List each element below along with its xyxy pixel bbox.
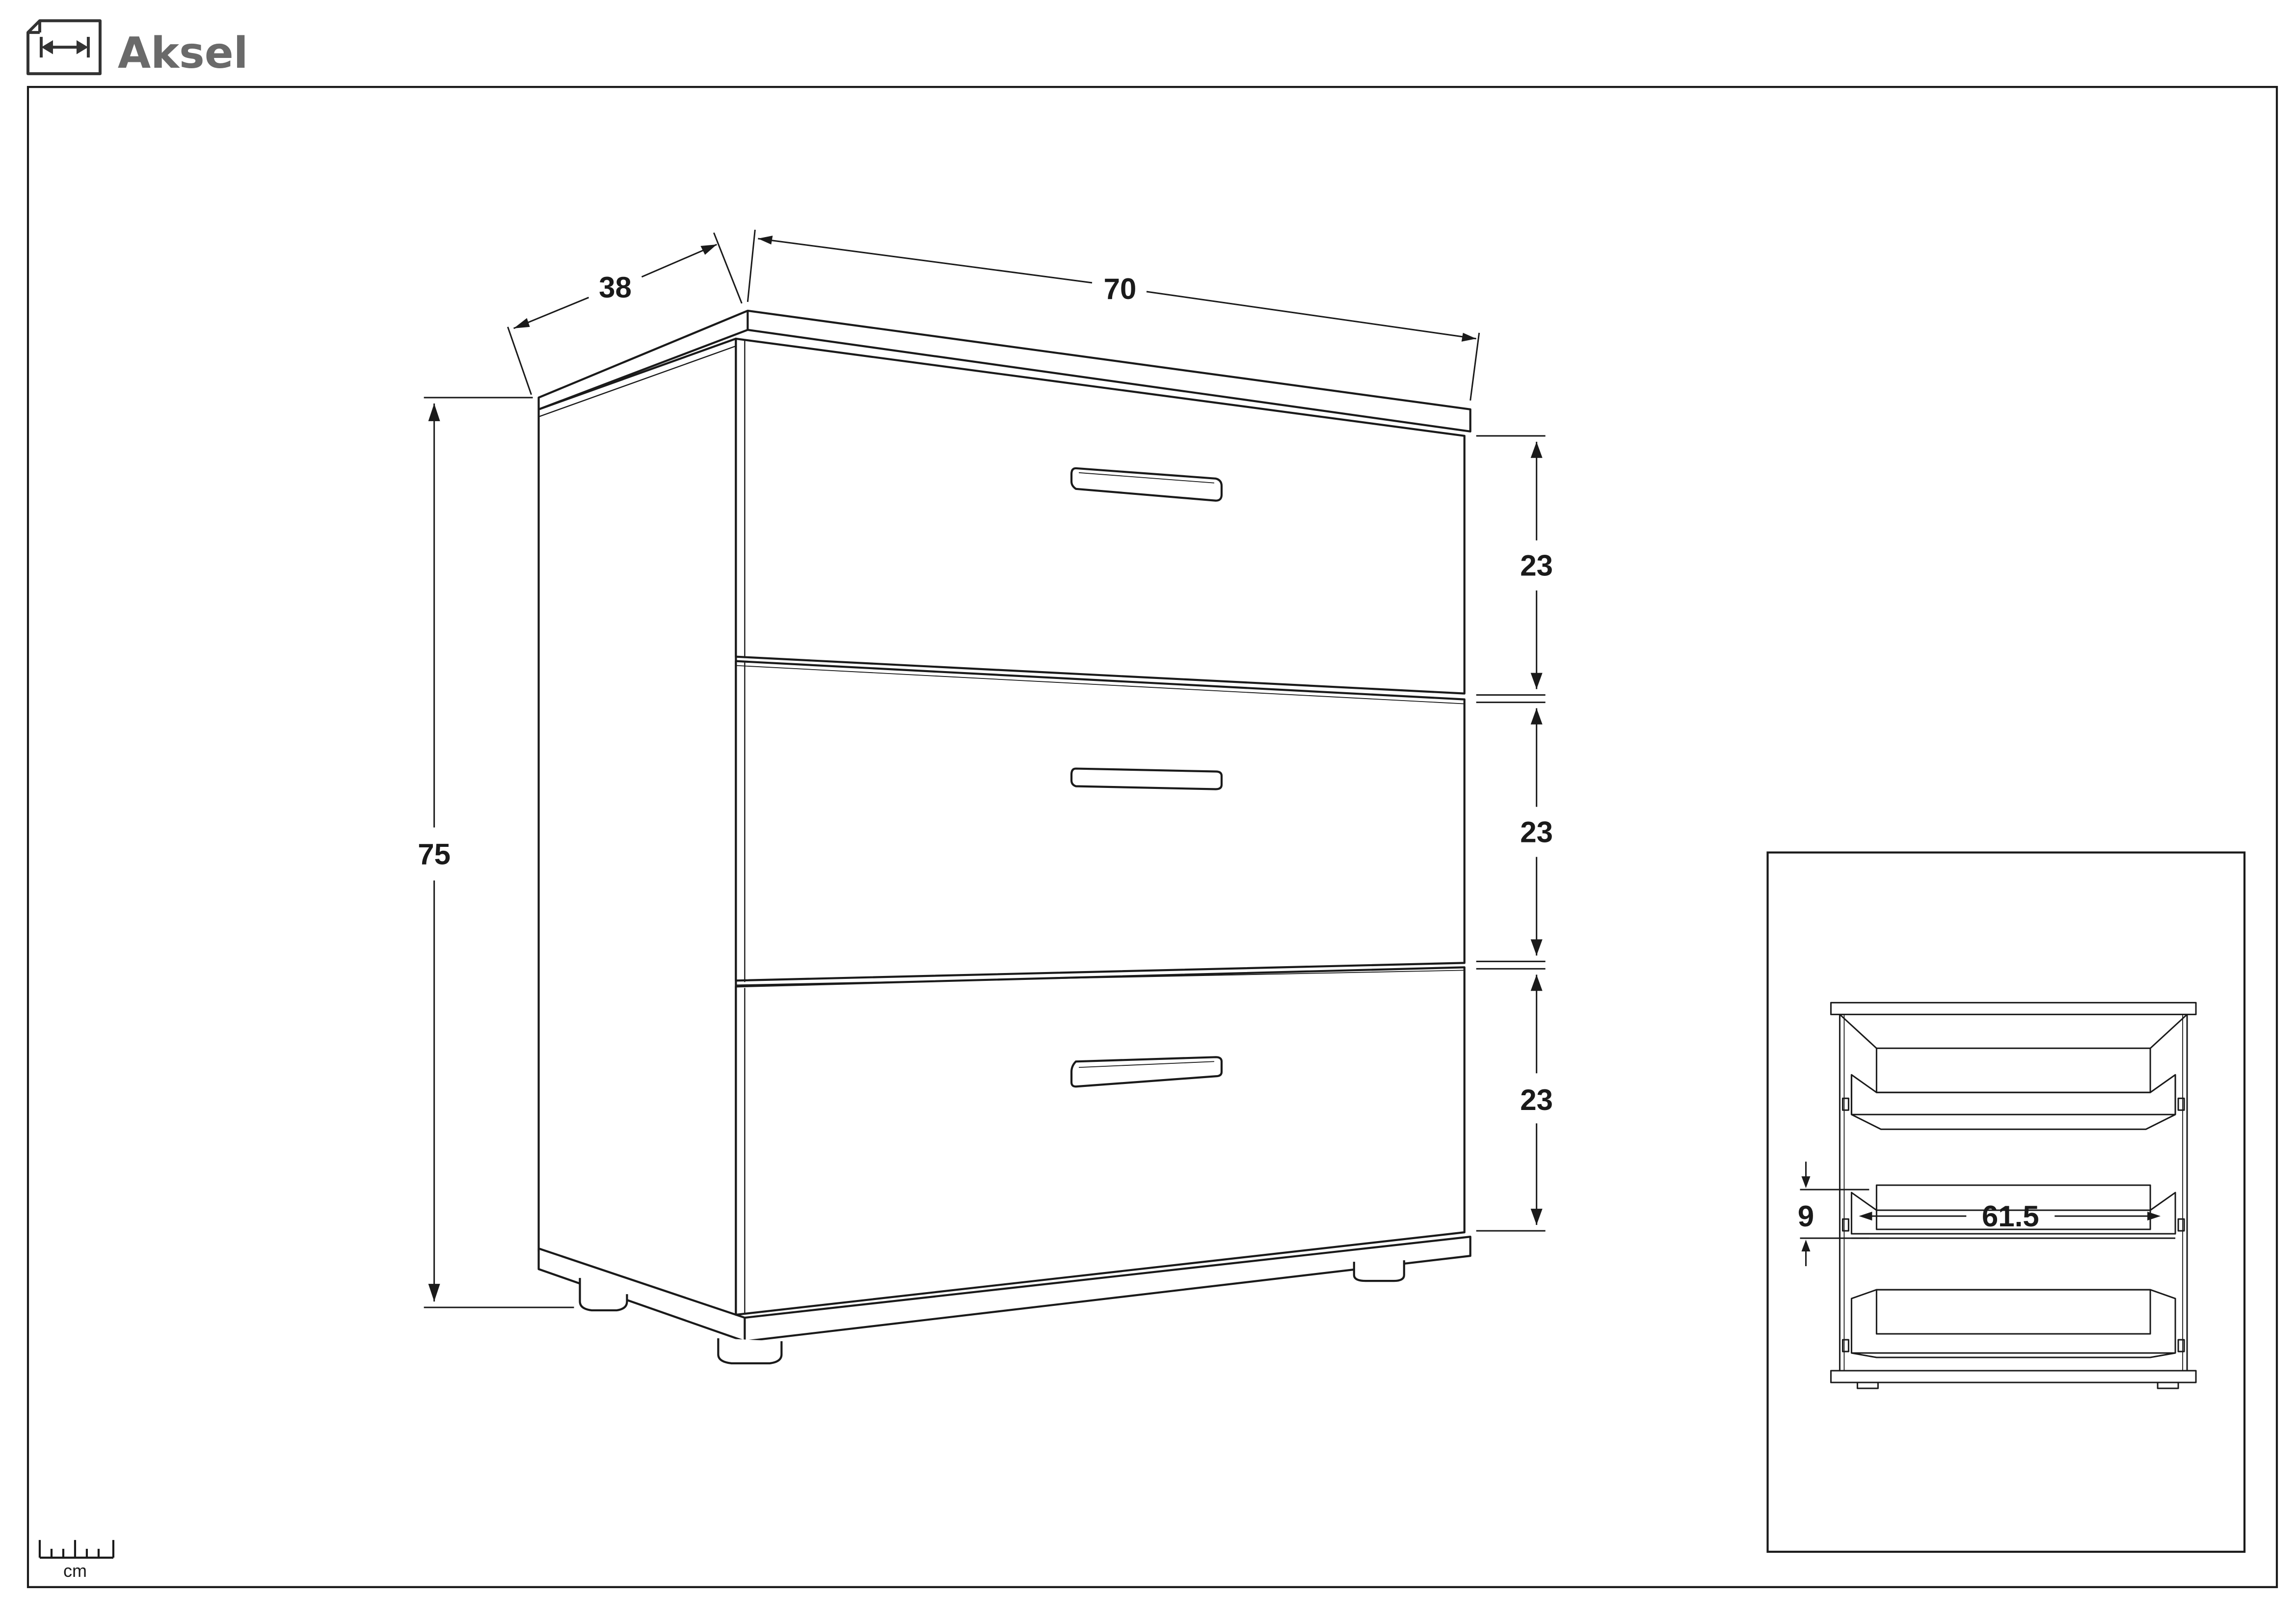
drawer-handles [1070, 467, 1223, 1088]
inset-height-label: 9 [1798, 1200, 1814, 1233]
drawer-front-2 [735, 660, 1466, 982]
drawer-front-3 [735, 966, 1466, 1316]
dresser-side [537, 337, 737, 1316]
width-label: 70 [1104, 272, 1137, 305]
depth-label: 38 [599, 271, 632, 304]
ruler-icon [38, 1540, 115, 1559]
dimensions-icon [26, 19, 102, 76]
inset-view: 9 61.5 [1766, 851, 2246, 1553]
inset-width-label: 61.5 [1982, 1200, 2039, 1233]
unit-indicator: cm [38, 1540, 115, 1581]
height-label: 75 [418, 838, 451, 870]
header: Aksel [26, 19, 248, 78]
drawer-front-1 [735, 337, 1466, 695]
inset-dresser [1830, 1001, 2197, 1389]
drawer-height-label-2: 23 [1520, 815, 1553, 848]
drawer-fronts [735, 337, 1466, 1316]
drawer-height-label-3: 23 [1520, 1083, 1553, 1116]
dimension-lines [424, 229, 1546, 1308]
drawer-height-label-1: 23 [1520, 549, 1553, 582]
dresser-drawing [537, 309, 1471, 1365]
product-title: Aksel [118, 28, 248, 78]
inset-dimension-arrows [1801, 1176, 2161, 1252]
unit-label: cm [63, 1561, 87, 1581]
dresser-feet [579, 1260, 1405, 1365]
inset-dimension-lines [1800, 1162, 2158, 1267]
main-frame [27, 86, 2278, 1588]
dimension-arrows [428, 236, 1543, 1302]
inset-frame [1766, 851, 2246, 1553]
